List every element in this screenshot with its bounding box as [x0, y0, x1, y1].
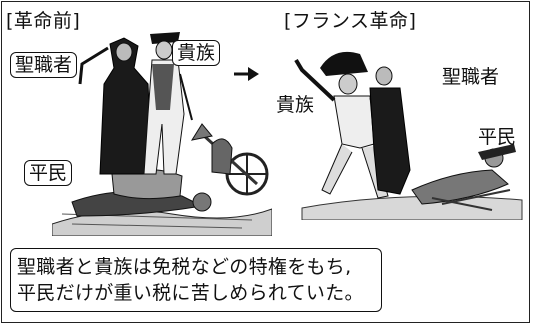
before-clergy-label: 聖職者	[10, 52, 78, 78]
caption-box: 聖職者と貴族は免税などの特権をもち, 平民だけが重い税に苦しめられていた。	[10, 248, 382, 312]
after-commoner-label: 平民	[478, 126, 517, 148]
after-heading: [フランス革命]	[284, 10, 417, 32]
caption-line-2: 平民だけが重い税に苦しめられていた。	[17, 282, 364, 304]
before-commoner-label: 平民	[24, 160, 73, 186]
before-heading: [革命前]	[6, 10, 81, 32]
french-revolution-illustration	[294, 51, 523, 220]
before-revolution-illustration	[52, 32, 272, 236]
before-nobility-label: 貴族	[172, 40, 221, 66]
after-clergy-label: 聖職者	[442, 66, 500, 88]
right-arrow-icon	[234, 67, 259, 81]
caption-line-1: 聖職者と貴族は免税などの特権をもち,	[17, 256, 352, 278]
after-nobility-label: 貴族	[276, 94, 315, 116]
